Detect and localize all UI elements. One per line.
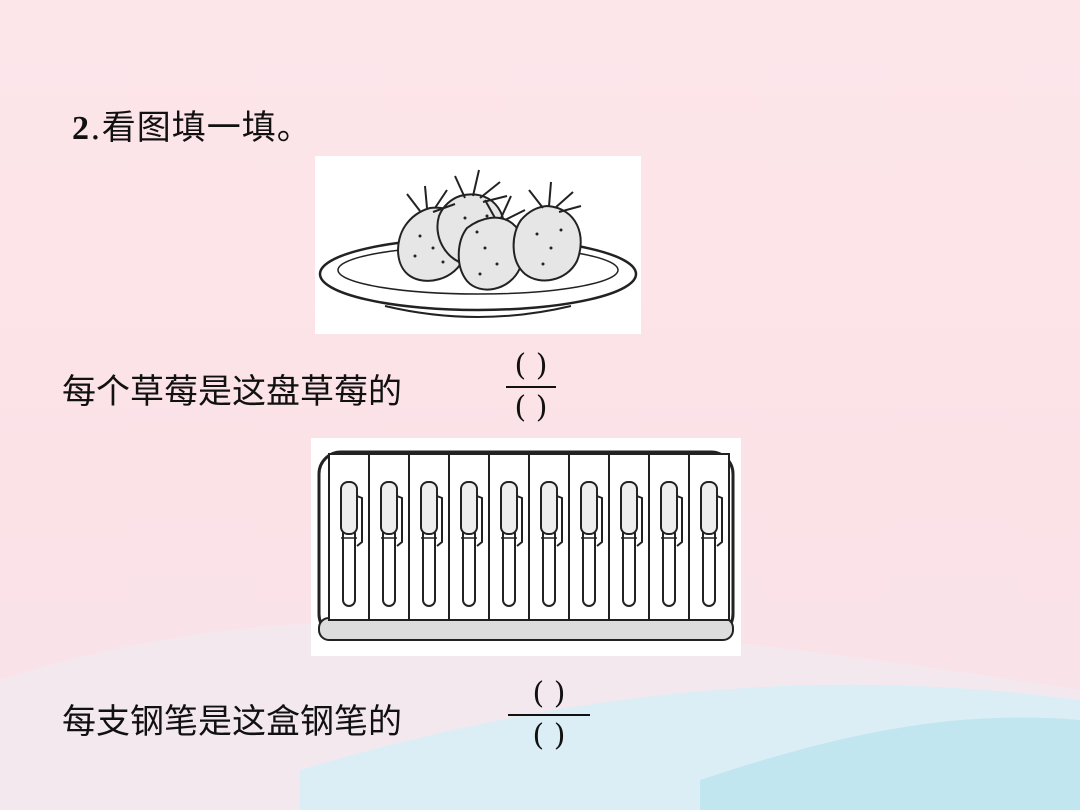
pen-slot [528,453,570,621]
pen-slot [328,453,370,621]
strawberry-plate-image [315,156,641,334]
fraction-2-denominator-text: ( ) [532,718,566,753]
pen-slot [408,453,450,621]
question-instruction: .看图填一填。 [90,108,312,148]
pen-slot [488,453,530,621]
fraction-1-bar [506,386,556,388]
question-title: 2.看图填一填。 [72,100,312,149]
fraction-2: ( ) ( ) [508,676,590,754]
pen-slot [568,453,610,621]
question-number: 2 [72,110,90,147]
fraction-2-bar [508,714,590,716]
fraction-1-numerator-text: ( ) [514,348,548,383]
question-1-text: 每个草莓是这盘草莓的 [62,372,402,412]
fraction-2-numerator[interactable]: ( ) [508,676,590,712]
strawberry-plate-icon [318,169,638,318]
fraction-1-numerator[interactable]: ( ) [506,348,556,384]
pen-slot [368,453,410,621]
question-2-text: 每支钢笔是这盒钢笔的 [62,702,402,742]
pen-slot [448,453,490,621]
fraction-1: ( ) ( ) [506,348,556,426]
fraction-1-denominator-text: ( ) [514,390,548,425]
fraction-2-denominator[interactable]: ( ) [508,718,590,754]
pen-slot [648,453,690,621]
pen-slot [608,453,650,621]
pen-box-icon [317,450,735,641]
fraction-1-denominator[interactable]: ( ) [506,390,556,426]
pen-slot [688,453,730,621]
pen-box-image [311,438,741,656]
fraction-2-numerator-text: ( ) [532,676,566,711]
